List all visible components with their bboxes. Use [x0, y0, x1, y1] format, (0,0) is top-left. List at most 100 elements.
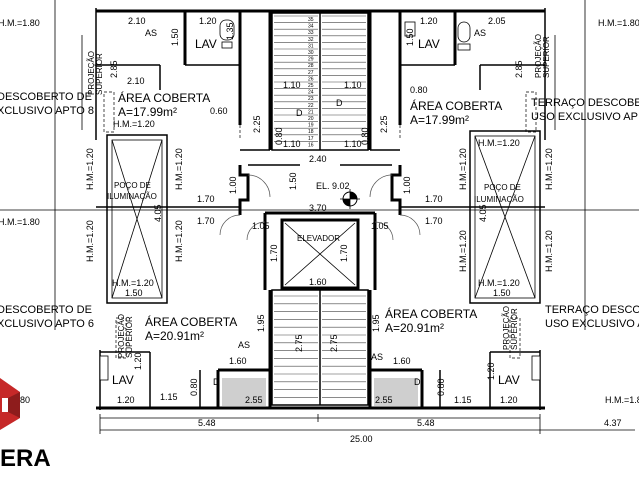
central-hall	[219, 164, 421, 290]
dim-label: 2.25	[252, 115, 262, 133]
dim-label: 1.70	[339, 244, 349, 262]
hm-label: H.M.=1.80	[0, 217, 40, 227]
hm-label: H.M.=1.20	[544, 230, 554, 272]
brand-logo-icon: ERA	[0, 378, 51, 472]
dim-label: 1.15	[160, 392, 178, 402]
hm-label: H.M.=1.8	[605, 395, 639, 405]
stair-step-number: 23	[308, 96, 314, 102]
dim-label: 3.70	[309, 203, 327, 213]
hm-label: H.M.=1.20	[85, 220, 95, 262]
light-well-left	[106, 134, 168, 304]
dim-label: 2.85	[514, 60, 524, 78]
sink-icon	[404, 21, 416, 37]
dim-label: 80	[20, 395, 30, 405]
hm-label: H.M.=1.20	[478, 278, 520, 288]
as-label: AS	[238, 340, 250, 350]
terrace-label: DESCOBERTO DE	[0, 304, 92, 316]
dim-label: 1.10	[283, 80, 301, 90]
dim-label: 1.50	[170, 28, 180, 46]
terrace-label: TERRAÇO DESCOBE	[531, 97, 639, 109]
hm-label: H.M.=1.20	[174, 220, 184, 262]
top-left-block	[96, 11, 272, 151]
dim-label: 1.20	[420, 16, 438, 26]
area-value: A=20.91m²	[145, 329, 204, 343]
dim-label: 2.05	[488, 16, 506, 26]
area-label: ÁREA COBERTA	[118, 90, 210, 105]
stair-step-number: 26	[308, 76, 314, 82]
dim-label: 2.40	[309, 154, 327, 164]
dim-label: 1.95	[371, 314, 381, 332]
projection-label: PROJEÇÃO	[87, 51, 96, 95]
terrace-label: DESCOBERTO DE	[0, 91, 92, 103]
as-label: AS	[145, 28, 157, 38]
hm-label: H.M.=1.20	[174, 148, 184, 190]
dim-label: 1.10	[344, 139, 362, 149]
dim-label: 1.60	[393, 356, 411, 366]
area-label: ÁREA COBERTA	[145, 314, 237, 329]
dim-label: 5.48	[198, 418, 216, 428]
projection-lines	[103, 65, 537, 359]
top-right-block	[368, 11, 545, 151]
dim-label: 0.80	[410, 85, 428, 95]
stair-bottom	[271, 289, 369, 406]
stair-step-number: 21	[308, 109, 314, 115]
dim-label: 1.05	[371, 221, 389, 231]
dim-label: 1.20	[117, 395, 135, 405]
projection-label: SUPERIOR	[125, 316, 134, 358]
dim-label: 0.60	[210, 106, 228, 116]
dimension-lines	[81, 35, 635, 434]
toilet-icon	[457, 21, 471, 51]
dim-label: 2.10	[127, 76, 145, 86]
projection-label: PROJEÇÃO	[502, 306, 511, 350]
stair-step-number: 31	[308, 43, 314, 49]
light-well-label: ILUMINAÇÃO	[107, 192, 157, 201]
stair-step-number: 33	[308, 30, 314, 36]
dim-label: 1.95	[256, 314, 266, 332]
dim-label: 1.70	[197, 194, 215, 204]
stair-step-number: 32	[308, 37, 314, 43]
dim-label: 1.50	[288, 172, 298, 190]
as-label: AS	[371, 352, 383, 362]
terrace-label: USO EXCLUSIVO AP	[531, 111, 638, 123]
dim-label: 2.55	[375, 395, 393, 405]
hm-label: H.M.=1.20	[544, 148, 554, 190]
door-label: D	[296, 108, 303, 118]
dim-label: 2.25	[379, 115, 389, 133]
hm-label: H.M.=1.80	[598, 18, 639, 28]
brand-text: ERA	[0, 445, 51, 472]
dim-label: 4.05	[478, 204, 488, 222]
dim-label: 2.85	[109, 60, 119, 78]
stair-step-number: 17	[308, 136, 314, 142]
dim-label: 0.80	[360, 127, 370, 145]
plan-text: H.M.=1.80 H.M.=1.80 H.M.=1.80 H.M.=1.8 2…	[0, 16, 639, 444]
bottom-walls	[199, 290, 441, 408]
dim-label: 1.00	[228, 176, 238, 194]
dim-label: 1.10	[283, 139, 301, 149]
stair-step-number: 25	[308, 83, 314, 89]
hm-label: H.M.=1.20	[85, 148, 95, 190]
toilet-icon	[219, 19, 235, 49]
terrace-label: TERRAÇO DESCOB	[545, 304, 639, 316]
stair-step-number: 19	[308, 123, 314, 129]
dim-label: 1.50	[125, 288, 143, 298]
lav-label: LAV	[498, 373, 520, 387]
dim-label: 4.37	[604, 418, 622, 428]
dim-label: 1.10	[344, 80, 362, 90]
dim-label: 1.05	[252, 221, 270, 231]
dim-label: 0.80	[436, 378, 446, 396]
projection-label: PROJEÇÃO	[534, 34, 543, 78]
dim-label: 2.10	[128, 16, 146, 26]
stair-step-number: 30	[308, 50, 314, 56]
projection-label: PROJEÇÃO	[117, 314, 126, 358]
projection-label: SUPERIOR	[95, 53, 104, 95]
stair-step-number: 16	[308, 142, 314, 148]
terrace-label: XCLUSIVO APTO 8	[0, 105, 94, 117]
dim-label: 1.20	[133, 352, 143, 370]
light-well-label: POÇO DE	[114, 181, 151, 190]
stair-step-number: 22	[308, 103, 314, 109]
dim-label: 1.20	[199, 16, 217, 26]
dim-label: 2.75	[329, 334, 339, 352]
hm-label: H.M.=1.20	[113, 119, 155, 129]
